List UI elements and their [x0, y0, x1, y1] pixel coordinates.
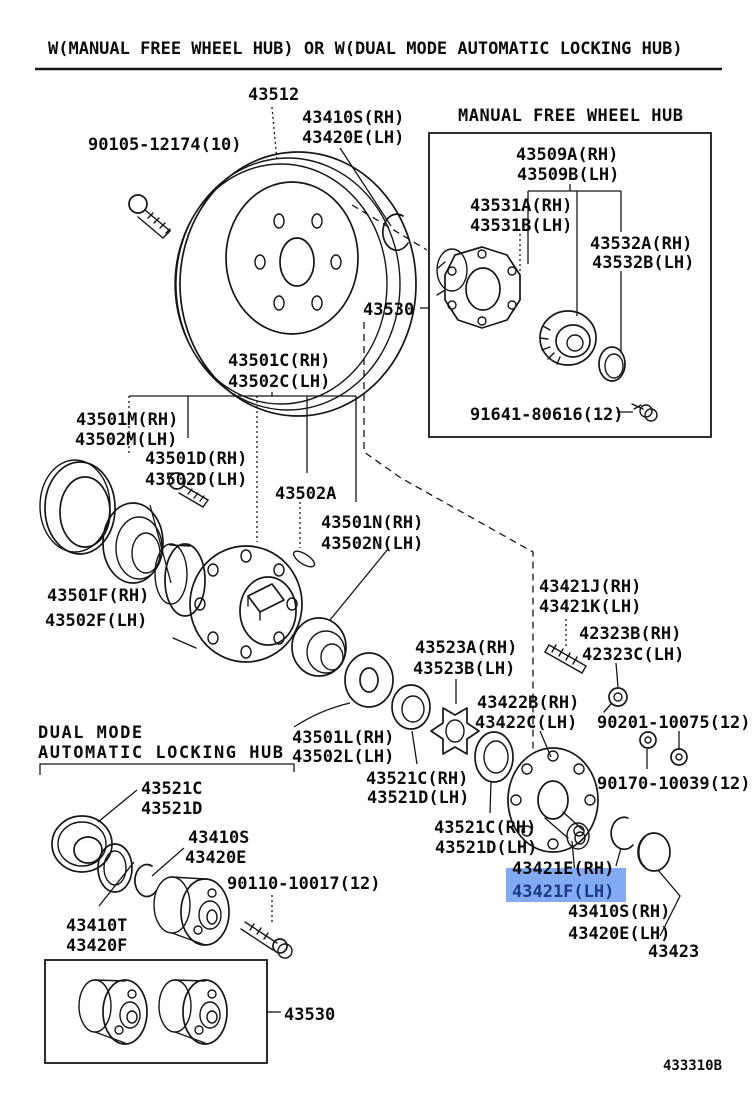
- highlight-selection: [506, 868, 626, 902]
- hub-assembly-left-drawing: [78, 979, 148, 1045]
- section-title-dual-line2: AUTOMATIC LOCKING HUB: [38, 743, 284, 763]
- part-label-43502d[interactable]: 43502D(LH): [145, 470, 247, 490]
- grease-cap-drawing: [637, 832, 671, 872]
- part-label-43421e[interactable]: 43421E(RH): [512, 859, 614, 879]
- part-label-43501d[interactable]: 43501D(RH): [145, 449, 247, 469]
- dual-snap-ring-drawing: [134, 863, 157, 898]
- snap-ring-top-drawing: [381, 213, 409, 251]
- main-hub-drawing: [154, 543, 303, 663]
- part-label-43501c[interactable]: 43501C(RH): [228, 351, 330, 371]
- hub-assembly-right-drawing: [158, 979, 228, 1045]
- cone-washer-drawing: [670, 748, 688, 766]
- part-label-91641[interactable]: 91641-80616(12): [470, 405, 624, 425]
- part-label-43410s-dual[interactable]: 43410S: [188, 828, 249, 848]
- part-label-43410s-rh-bottom[interactable]: 43410S(RH): [568, 902, 670, 922]
- part-label-43421j[interactable]: 43421J(RH): [539, 577, 641, 597]
- dual-seal-drawing: [97, 843, 133, 893]
- part-label-43521d-lh-1[interactable]: 43521D(LH): [367, 788, 469, 808]
- part-label-43420e-lh-bottom[interactable]: 43420E(LH): [568, 924, 670, 944]
- part-label-43521d-dual[interactable]: 43521D: [141, 799, 202, 819]
- section-title-manual-hub: MANUAL FREE WHEEL HUB: [458, 106, 683, 126]
- part-label-43501f[interactable]: 43501F(RH): [47, 586, 149, 606]
- part-label-43502l[interactable]: 43502L(LH): [292, 747, 394, 767]
- part-label-43512[interactable]: 43512: [248, 85, 299, 105]
- part-label-43521c-dual[interactable]: 43521C: [141, 779, 202, 799]
- part-label-43410t[interactable]: 43410T: [66, 916, 127, 936]
- part-label-43421k[interactable]: 43421K(LH): [539, 597, 641, 617]
- part-label-43521c-rh-1[interactable]: 43521C(RH): [366, 769, 468, 789]
- part-label-43530-bottom[interactable]: 43530: [284, 1005, 335, 1025]
- part-label-43502a[interactable]: 43502A: [275, 484, 336, 504]
- part-label-90105[interactable]: 90105-12174(10): [88, 135, 242, 155]
- part-label-42323b[interactable]: 42323B(RH): [579, 624, 681, 644]
- breather-plug-drawing: [603, 687, 628, 713]
- oil-seal-drawing: [39, 459, 116, 555]
- part-label-43422c[interactable]: 43422C(LH): [475, 713, 577, 733]
- part-label-43423[interactable]: 43423: [648, 942, 699, 962]
- part-label-90201[interactable]: 90201-10075(12): [597, 713, 751, 733]
- part-label-43422b[interactable]: 43422B(RH): [477, 693, 579, 713]
- diagram-title: W(MANUAL FREE WHEEL HUB) OR W(DUAL MODE …: [48, 39, 683, 59]
- snap-ring-hub-drawing: [610, 816, 634, 851]
- part-label-43501l[interactable]: 43501L(RH): [292, 728, 394, 748]
- clutch-gear-drawing: [539, 310, 597, 366]
- part-label-43501m[interactable]: 43501M(RH): [76, 410, 178, 430]
- part-label-43523a[interactable]: 43523A(RH): [415, 638, 517, 658]
- part-label-43420e-lh-top[interactable]: 43420E(LH): [302, 128, 404, 148]
- manual-hub-body-drawing: [436, 246, 521, 329]
- thrust-washer-drawing: [344, 652, 394, 708]
- part-label-90170[interactable]: 90170-10039(12): [597, 774, 751, 794]
- part-label-43502c[interactable]: 43502C(LH): [228, 372, 330, 392]
- lock-washer-drawing: [430, 707, 480, 755]
- hub-bolt-small-drawing: [631, 403, 658, 422]
- part-label-43501n[interactable]: 43501N(RH): [321, 513, 423, 533]
- part-label-90110[interactable]: 90110-10017(12): [227, 874, 381, 894]
- inner-bearing-drawing: [291, 617, 347, 677]
- part-label-43509b[interactable]: 43509B(LH): [517, 165, 619, 185]
- drawing-number: 433310B: [663, 1058, 722, 1074]
- part-label-43523b[interactable]: 43523B(LH): [413, 659, 515, 679]
- section-title-dual-line1: DUAL MODE: [38, 723, 144, 743]
- lock-nut-drawing: [474, 731, 514, 783]
- dual-hub-bolt-drawing: [240, 921, 293, 959]
- spacer-ring-drawing: [598, 346, 626, 382]
- part-label-43509a[interactable]: 43509A(RH): [516, 145, 618, 165]
- brake-disc-drawing: [174, 151, 417, 417]
- part-label-43521c-rh-2[interactable]: 43521C(RH): [434, 818, 536, 838]
- hub-bolt-drawing: [128, 194, 171, 239]
- part-label-43532a[interactable]: 43532A(RH): [590, 234, 692, 254]
- part-label-43410s-rh-top[interactable]: 43410S(RH): [302, 108, 404, 128]
- hub-assembly-box: [44, 959, 268, 1064]
- flat-washer-drawing: [639, 731, 657, 749]
- manual-hub-box: [428, 132, 712, 438]
- axle-hub-flange-drawing: [507, 747, 599, 853]
- part-label-43521d-lh-2[interactable]: 43521D(LH): [435, 838, 537, 858]
- part-label-43502m[interactable]: 43502M(LH): [75, 430, 177, 450]
- part-label-43531b[interactable]: 43531B(LH): [470, 216, 572, 236]
- hub-stud-drawing: [544, 644, 587, 674]
- part-label-43530-mid[interactable]: 43530: [363, 300, 414, 320]
- dual-bearing-drawing: [51, 815, 113, 873]
- outer-bearing-drawing: [102, 502, 164, 584]
- part-label-43502n[interactable]: 43502N(LH): [321, 534, 423, 554]
- dual-hub-drawing: [153, 876, 230, 946]
- part-label-43421f-selected[interactable]: 43421F(LH): [512, 882, 614, 902]
- part-label-43420e-dual[interactable]: 43420E: [185, 848, 246, 868]
- adjusting-nut-drawing: [391, 684, 431, 730]
- hub-stud-bolt-drawing: [168, 472, 209, 508]
- part-label-43502f[interactable]: 43502F(LH): [45, 611, 147, 631]
- part-label-43420f[interactable]: 43420F: [66, 936, 127, 956]
- part-label-43532b[interactable]: 43532B(LH): [592, 253, 694, 273]
- part-label-42323c[interactable]: 42323C(LH): [582, 645, 684, 665]
- part-label-43531a[interactable]: 43531A(RH): [470, 196, 572, 216]
- key-pin-drawing: [292, 550, 316, 568]
